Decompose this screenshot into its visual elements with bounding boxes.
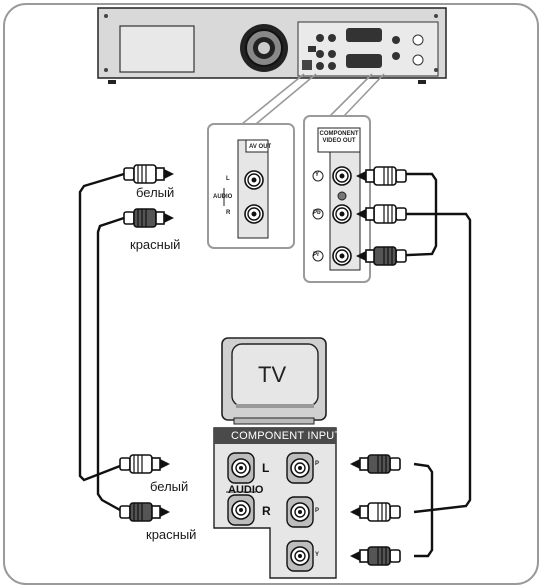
tv-l-label: L <box>262 461 270 475</box>
component-video-out-label: COMPONENT VIDEO OUT <box>319 131 359 144</box>
white-cable-label-top: белый <box>136 185 175 200</box>
white-cable-label-bottom: белый <box>150 479 189 494</box>
av-out-label: AV OUT <box>249 144 272 150</box>
component-input-label: COMPONENT INPUT <box>231 430 342 442</box>
tv-set <box>221 337 327 425</box>
jack-pb-label: Pb <box>313 210 321 216</box>
tv-audio-label: AUDIO <box>228 484 264 496</box>
tv-y-label: Y <box>315 552 320 558</box>
jack-y-label: Y <box>315 172 320 178</box>
tv-p2-label: P <box>315 508 320 514</box>
red-cable-label-bottom: красный <box>146 527 197 542</box>
tv-r-label: R <box>262 504 271 518</box>
red-cable-label-top: красный <box>130 237 181 252</box>
tv-label: TV <box>258 362 287 387</box>
jack-pr-label: Pr <box>313 252 320 258</box>
device-l-label: L <box>226 176 230 182</box>
tv-p1-label: P <box>315 461 320 467</box>
dvd-device-back <box>97 7 447 84</box>
device-audio-label: AUDIO <box>213 194 233 200</box>
device-r-label: R <box>226 210 231 216</box>
